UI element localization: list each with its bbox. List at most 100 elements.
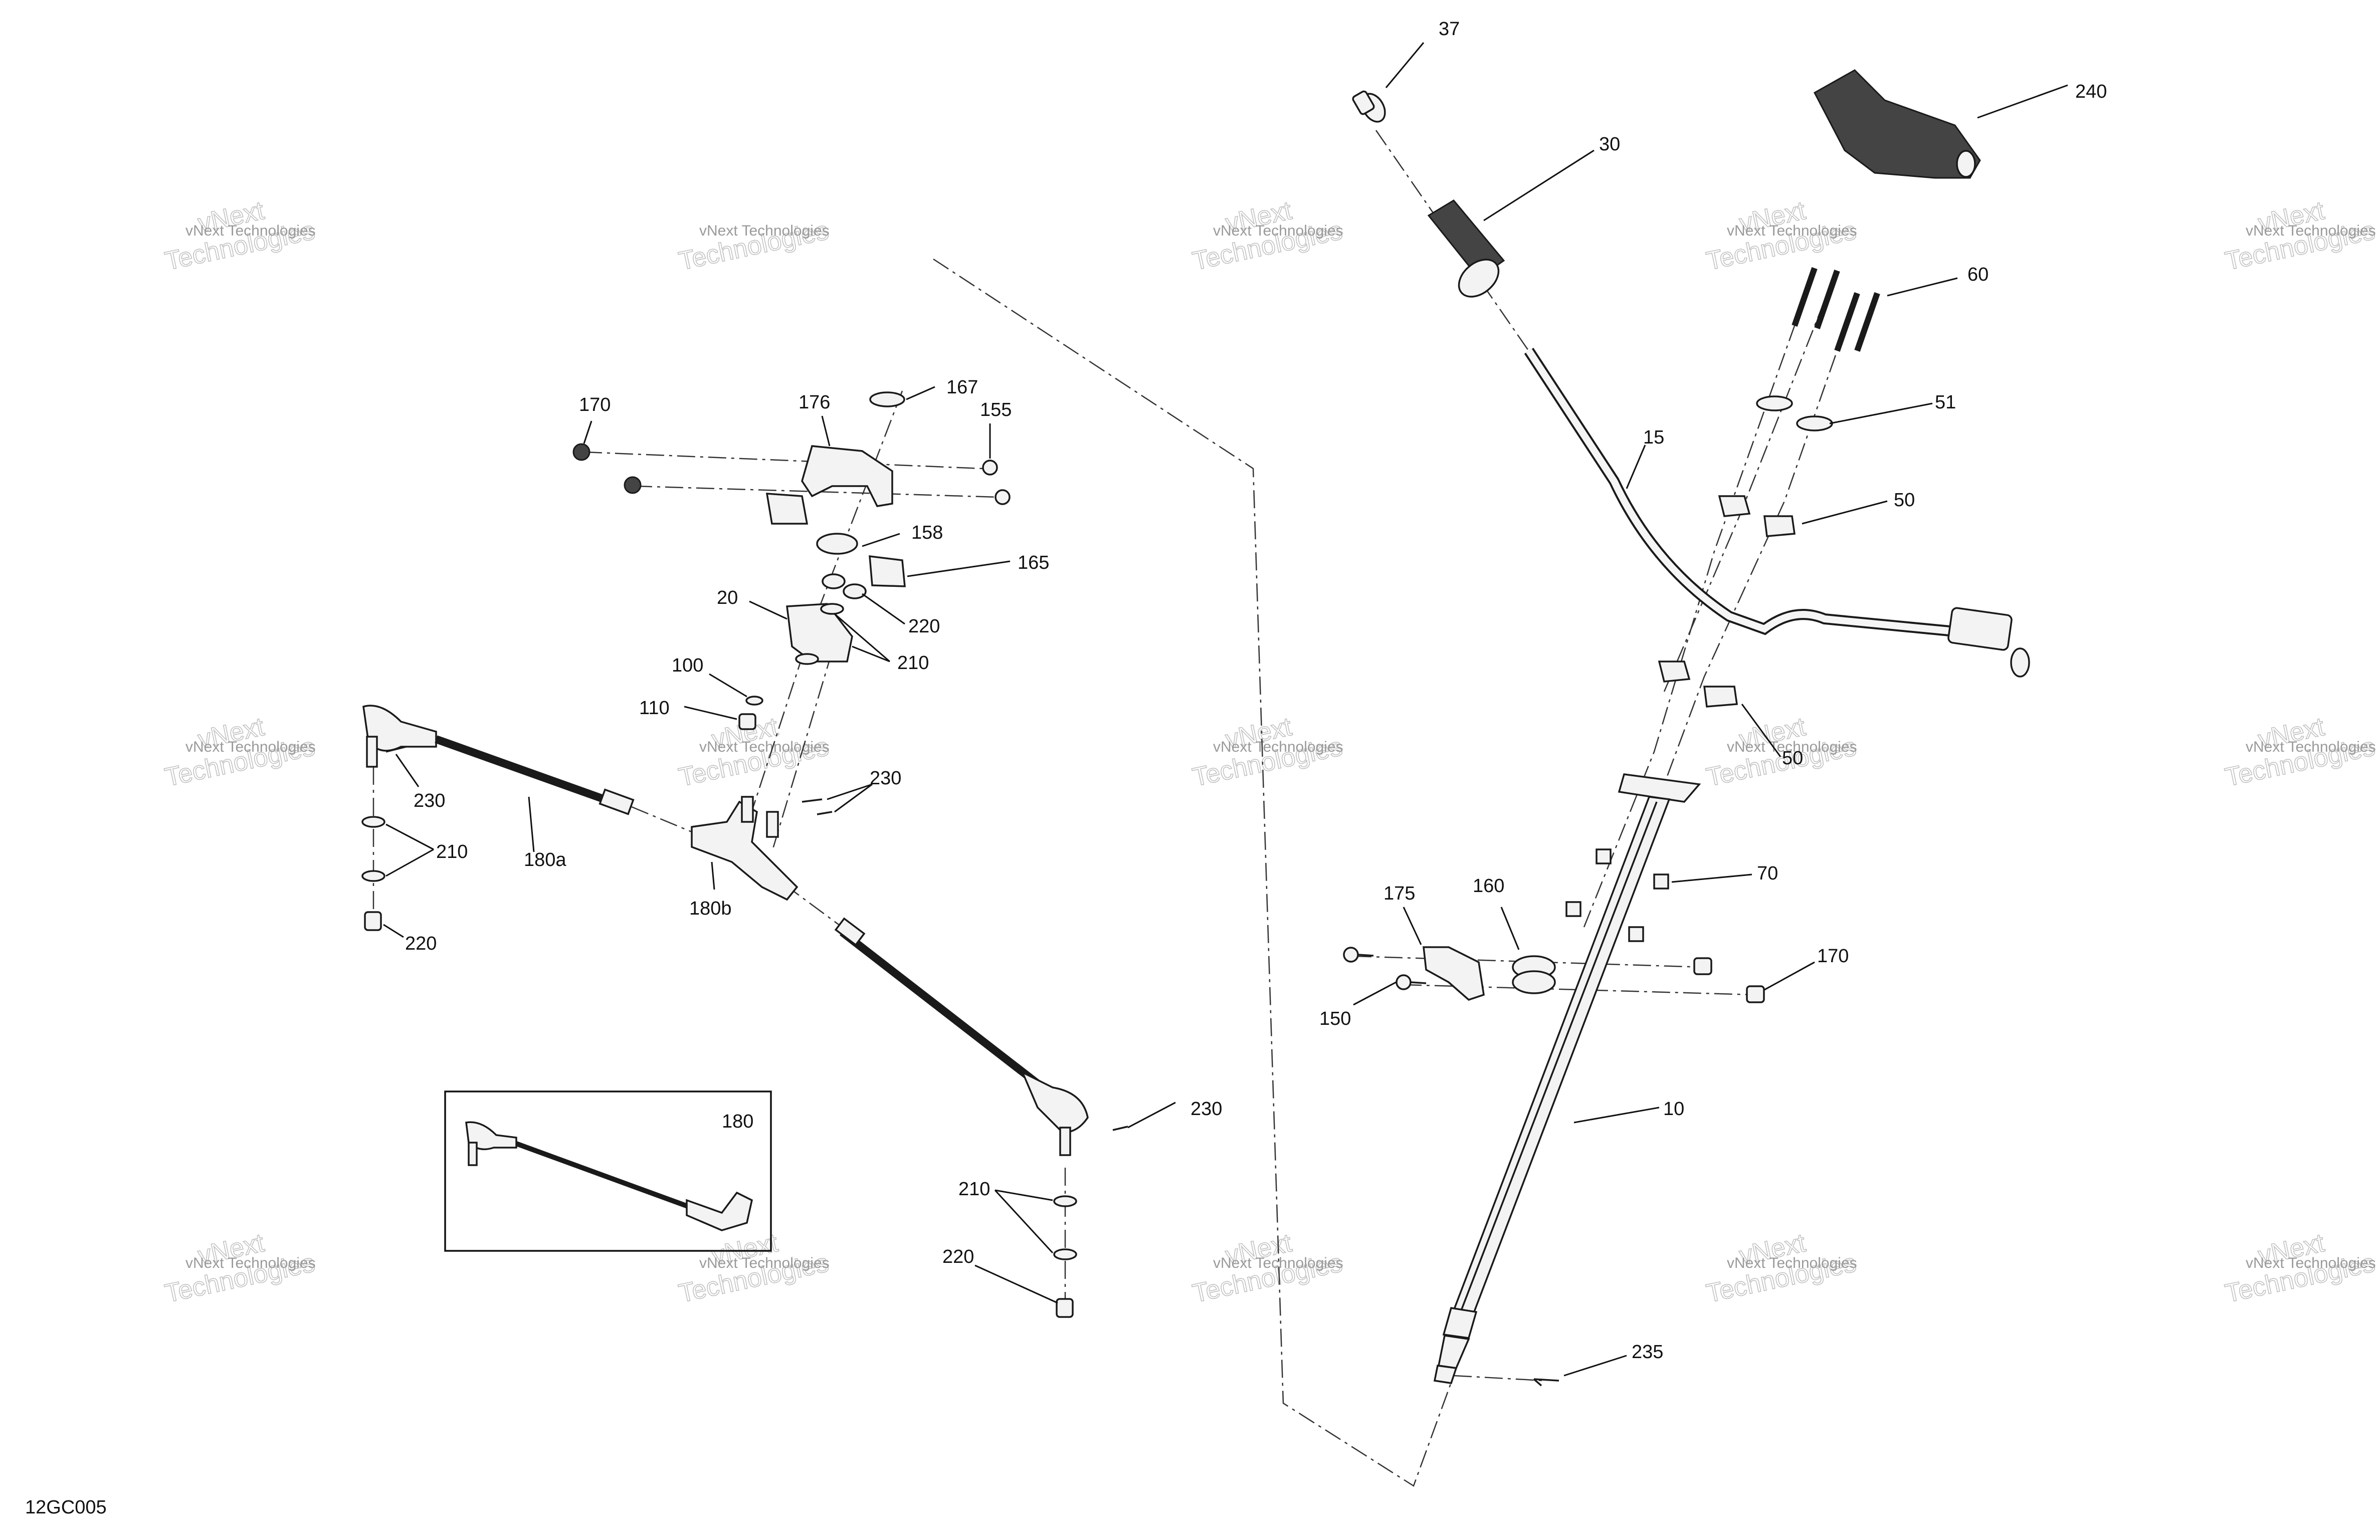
watermark-small: vNext Technologies	[1727, 223, 1857, 239]
column-bracket	[1423, 946, 1485, 1001]
watermark-small: vNext Technologies	[699, 223, 830, 239]
callout-220-upper: 220	[908, 616, 940, 637]
washer-right-1	[1053, 1195, 1077, 1207]
callout-37: 37	[1439, 19, 1460, 40]
watermark-small: vNext Technologies	[1213, 739, 1343, 755]
steering-column	[1433, 773, 1701, 1384]
callout-30: 30	[1599, 134, 1620, 155]
washer-left-1	[361, 816, 385, 828]
pitman-arm	[786, 603, 853, 663]
watermark: Technologies vNext vNext Technologies	[1189, 712, 1345, 792]
watermark-small: vNext Technologies	[185, 1255, 316, 1271]
dash-rod-joint	[631, 806, 692, 833]
callout-230-mid: 230	[870, 768, 901, 789]
leader-lines	[383, 42, 2068, 1377]
nut-left	[364, 911, 382, 931]
pivot-seal	[869, 391, 905, 407]
handlebar-clamp-plates	[1756, 395, 1833, 431]
tie-rod-right	[834, 917, 1089, 1156]
callout-176: 176	[799, 392, 830, 413]
cotter-pin-right	[1112, 1126, 1128, 1131]
pivot-assembly	[361, 391, 1128, 1318]
column-flange-nuts	[1565, 848, 1669, 942]
pivot-sleeve	[843, 583, 867, 599]
watermark-small: vNext Technologies	[2246, 223, 2376, 239]
watermark: Technologies vNext vNext Technologies	[1703, 1228, 1859, 1308]
diagram-code: 12GC005	[25, 1497, 107, 1518]
handlebar-end-plug	[1352, 90, 1386, 123]
column-bushing	[1512, 955, 1556, 994]
handlebar-clamp-bolts	[1792, 267, 1880, 352]
dash-upper-bolt-line-2	[634, 485, 998, 498]
handlebar-clamps	[1658, 495, 1796, 708]
assembly-dash-lines	[372, 130, 1856, 1487]
pivot-bracket-bolts	[982, 460, 1011, 505]
tie-rod-left	[362, 705, 635, 815]
watermark-small: vNext Technologies	[2246, 1255, 2376, 1271]
handlebar-tube	[1524, 347, 1956, 637]
callout-20: 20	[717, 587, 738, 608]
watermark: Technologies vNext Technologies	[676, 215, 832, 276]
callout-155: 155	[980, 399, 1012, 420]
watermark: Technologies vNext vNext Technologies	[162, 195, 318, 276]
dash-bracket-line	[1353, 955, 1705, 968]
pivot-washer	[795, 653, 819, 665]
watermark: Technologies vNext vNext Technologies	[1189, 1228, 1345, 1308]
callout-167: 167	[946, 377, 978, 398]
cotter-pin-left	[385, 746, 407, 753]
watermark-small: vNext Technologies	[1213, 1255, 1343, 1271]
watermark-small: vNext Technologies	[699, 1255, 830, 1271]
callout-210-left: 210	[436, 841, 468, 862]
callout-240: 240	[2075, 81, 2107, 102]
watermark: Technologies vNext vNext Technologies	[1189, 195, 1345, 276]
callout-150: 150	[1319, 1008, 1351, 1029]
pivot-washer	[820, 603, 844, 615]
watermark-small: vNext Technologies	[185, 223, 316, 239]
callout-50-lower: 50	[1782, 748, 1803, 769]
dash-column-axis-3	[1583, 325, 1796, 928]
pivot-sleeve	[822, 573, 846, 589]
watermark: Technologies vNext vNext Technologies	[162, 1228, 318, 1308]
watermark: Technologies vNext vNext Technologies	[1703, 712, 1859, 792]
bracket-bolts	[1343, 947, 1427, 990]
callout-50-upper: 50	[1894, 490, 1915, 511]
pivot-bushing	[869, 555, 906, 587]
callout-165: 165	[1018, 552, 1049, 573]
pivot-bracket	[801, 445, 893, 507]
tie-rod-joint	[691, 796, 799, 901]
callout-160: 160	[1473, 875, 1504, 897]
pivot-bearing	[816, 533, 858, 555]
callout-170-right: 170	[1817, 946, 1849, 967]
inset-rod	[515, 1141, 693, 1210]
watermark-small: vNext Technologies	[699, 739, 830, 755]
cotter-pin-mid	[802, 798, 833, 815]
handlebar-tube-inner	[1526, 349, 1955, 635]
pivot-bracket-nuts	[572, 443, 642, 494]
inset-frame	[444, 1090, 772, 1252]
callout-180b: 180b	[689, 898, 732, 919]
watermark: Technologies vNext vNext Technologies	[2222, 712, 2378, 792]
callout-100: 100	[672, 655, 703, 676]
callout-70: 70	[1757, 863, 1778, 884]
callout-175: 175	[1383, 883, 1415, 904]
callout-210-upper: 210	[897, 652, 929, 674]
callout-220-left: 220	[405, 933, 437, 954]
callout-180a: 180a	[524, 849, 566, 870]
washer-100	[745, 696, 763, 706]
watermark-small: vNext Technologies	[1727, 1255, 1857, 1271]
pivot-bushing-half	[765, 493, 809, 525]
dash-pivot-axis-2	[771, 651, 833, 852]
callout-15: 15	[1643, 427, 1664, 448]
callout-230-left: 230	[414, 790, 445, 811]
inset-rod-end-right	[686, 1191, 753, 1231]
callout-235: 235	[1632, 1342, 1663, 1363]
watermark: Technologies vNext vNext Technologies	[2222, 195, 2378, 276]
washer-left-2	[361, 870, 385, 882]
nut-110	[738, 713, 756, 730]
dash-upper-bolt-line	[583, 451, 983, 470]
nut-right	[1056, 1298, 1074, 1318]
watermark-small: vNext Technologies	[2246, 739, 2376, 755]
handlebar-throttle-end	[1947, 607, 2030, 678]
dash-boundary	[933, 258, 1455, 1487]
